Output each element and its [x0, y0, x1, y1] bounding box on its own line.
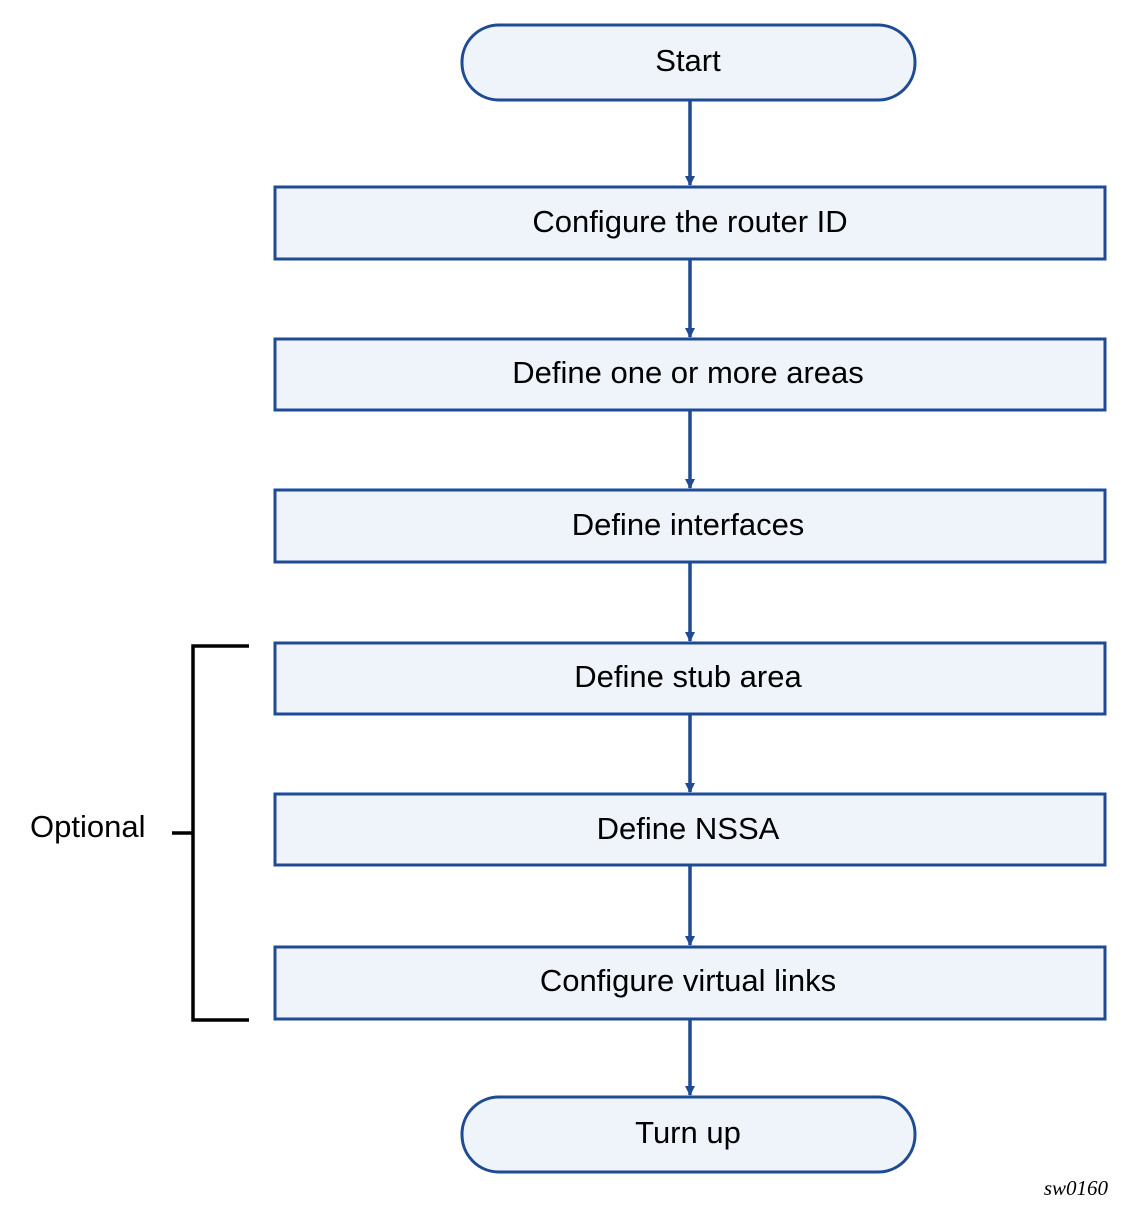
areas-step: Define one or more areas	[273, 337, 1107, 412]
interfaces-step: Define interfaces	[273, 488, 1107, 564]
router-id-label: Configure the router ID	[532, 204, 847, 239]
virtual-links-step: Configure virtual links	[273, 945, 1107, 1021]
optional-label: Optional	[30, 809, 145, 844]
nssa-step: Define NSSA	[273, 792, 1107, 867]
stub-area-label: Define stub area	[574, 659, 802, 694]
router-id-step: Configure the router ID	[273, 185, 1107, 261]
turn-up-label: Turn up	[635, 1115, 741, 1150]
start-label: Start	[655, 43, 721, 78]
optional-bracket: Optional	[30, 644, 249, 1022]
nssa-label: Define NSSA	[597, 811, 780, 846]
virtual-links-label: Configure virtual links	[540, 963, 836, 998]
turn-up-terminal: Turn up	[460, 1095, 917, 1174]
interfaces-label: Define interfaces	[572, 507, 805, 542]
stub-area-step: Define stub area	[273, 641, 1107, 716]
figure-id: sw0160	[1044, 1176, 1109, 1200]
start-terminal: Start	[460, 23, 917, 102]
areas-label: Define one or more areas	[512, 355, 864, 390]
optional-bracket-line	[191, 644, 249, 1022]
